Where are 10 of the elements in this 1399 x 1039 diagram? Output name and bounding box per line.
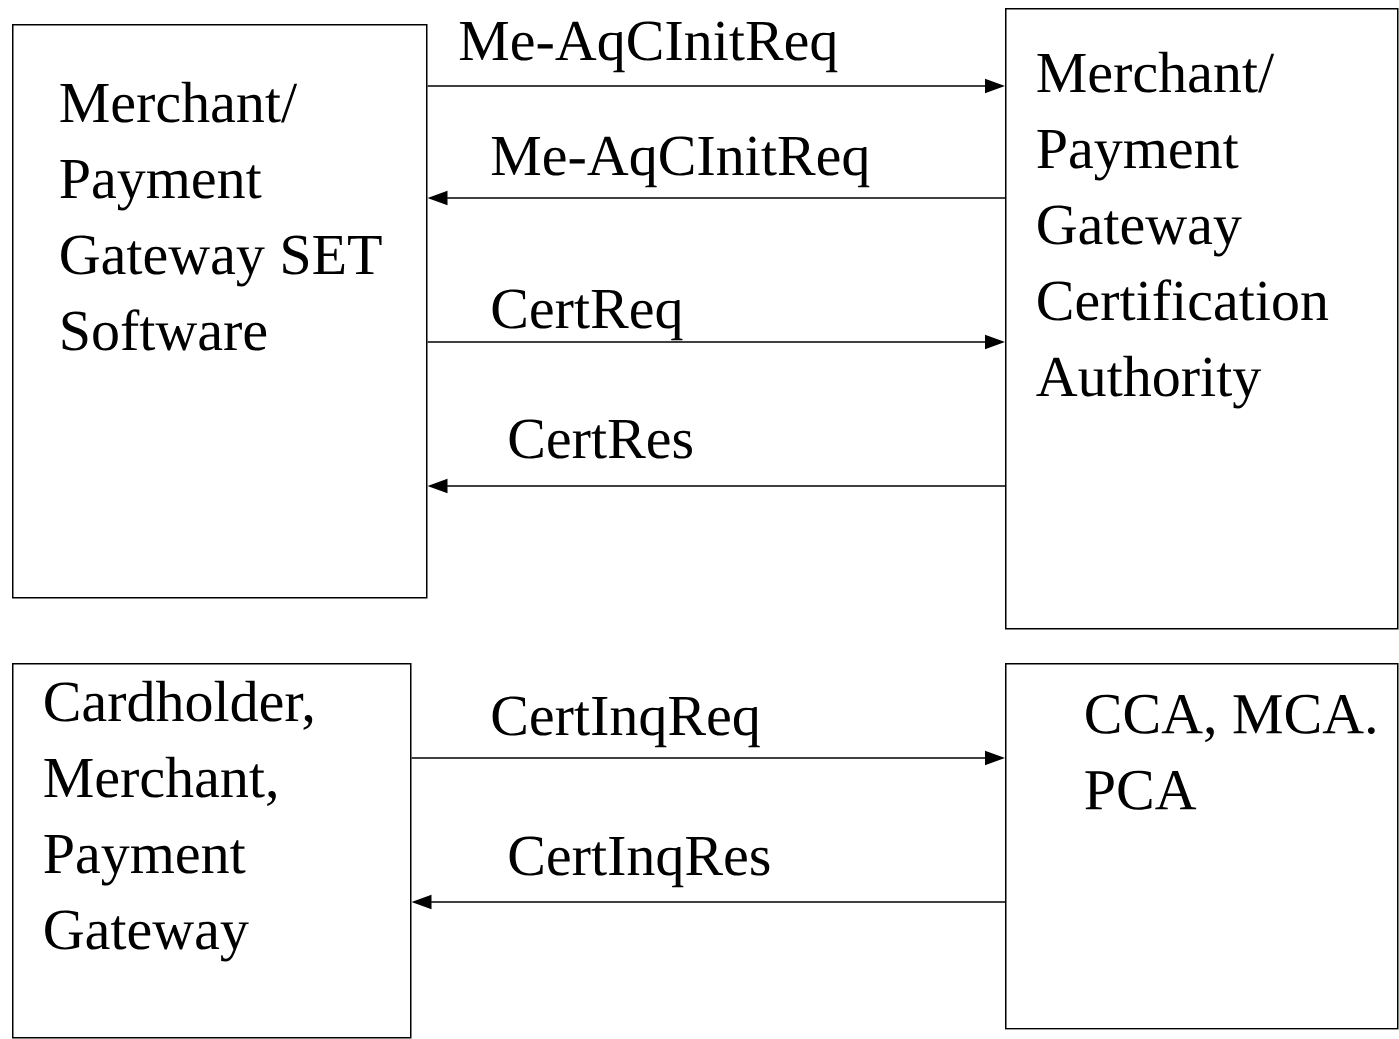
edge-label: CertReq (492, 289, 683, 341)
entity-box: Merchant/ Payment Gateway Certification Authority (1005, 8, 1399, 630)
edge-label: Me-AqCInitReq (459, 21, 838, 73)
edge-label: CertInqRes (509, 836, 770, 888)
entity-box: CCA, MCA. PCA (1005, 663, 1399, 1030)
entity-box: Merchant/ Payment Gateway SET Software (12, 24, 428, 599)
edge-label: CertRes (509, 419, 692, 459)
entity-box: Cardholder, Merchant, Payment Gateway (12, 663, 412, 1039)
edge-label: CertInqReq (492, 696, 760, 748)
edge-label: Me-AqCInitReq (491, 136, 870, 188)
